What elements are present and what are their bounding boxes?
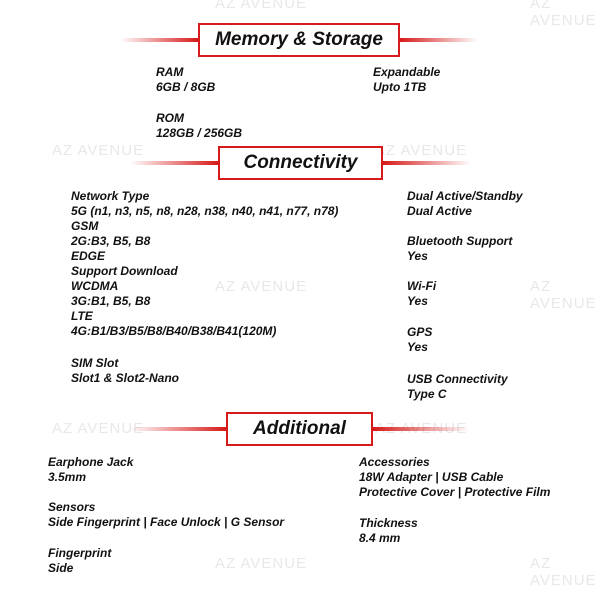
watermark: AZ AVENUE xyxy=(215,555,308,572)
spec-value: Yes xyxy=(407,340,428,354)
heading-line-left xyxy=(130,427,226,431)
spec-label: ROM xyxy=(156,111,184,125)
watermark: AZ AVENUE xyxy=(530,0,597,29)
spec-value: Type C xyxy=(407,387,447,401)
spec-item: ROM 128GB / 256GB xyxy=(156,111,242,141)
spec-value: 8.4 mm xyxy=(359,531,401,545)
spec-label: Sensors xyxy=(48,500,96,514)
spec-label: Bluetooth Support xyxy=(407,234,513,248)
spec-label: LTE xyxy=(71,309,93,323)
spec-label: EDGE xyxy=(71,249,106,263)
spec-value: Dual Active xyxy=(407,204,472,218)
spec-item: Network Type 5G (n1, n3, n5, n8, n28, n3… xyxy=(71,189,338,339)
spec-value: 2G:B3, B5, B8 xyxy=(71,234,151,248)
watermark: AZ AVENUE xyxy=(215,0,308,12)
spec-item: Sensors Side Fingerprint | Face Unlock |… xyxy=(48,500,284,530)
watermark: AZ AVENUE xyxy=(530,555,597,589)
spec-value: Side xyxy=(48,561,74,575)
spec-item: Dual Active/Standby Dual Active xyxy=(407,189,523,219)
spec-value: 4G:B1/B3/B5/B8/B40/B38/B41(120M) xyxy=(71,324,277,338)
spec-item: Bluetooth Support Yes xyxy=(407,234,512,264)
spec-item: USB Connectivity Type C xyxy=(407,372,508,402)
spec-item: SIM Slot Slot1 & Slot2-Nano xyxy=(71,356,179,386)
spec-value: 6GB / 8GB xyxy=(156,80,216,94)
spec-label: Wi-Fi xyxy=(407,279,437,293)
spec-label: Fingerprint xyxy=(48,546,112,560)
spec-label: RAM xyxy=(156,65,184,79)
spec-item: Earphone Jack 3.5mm xyxy=(48,455,133,485)
spec-label: Expandable xyxy=(373,65,441,79)
spec-value: 128GB / 256GB xyxy=(156,126,243,140)
spec-value: 3.5mm xyxy=(48,470,87,484)
spec-label: GSM xyxy=(71,219,99,233)
spec-label: Thickness xyxy=(359,516,418,530)
spec-item: Thickness 8.4 mm xyxy=(359,516,418,546)
spec-item: Wi-Fi Yes xyxy=(407,279,436,309)
spec-label: Accessories xyxy=(359,455,430,469)
spec-item: Fingerprint Side xyxy=(48,546,111,576)
spec-value: Protective Cover | Protective Film xyxy=(359,485,551,499)
section-heading-connectivity: Connectivity xyxy=(218,146,383,180)
heading-line-right xyxy=(400,38,478,42)
heading-line-left xyxy=(120,38,198,42)
heading-line-right xyxy=(373,427,469,431)
spec-label: WCDMA xyxy=(71,279,119,293)
spec-item: Expandable Upto 1TB xyxy=(373,65,440,95)
spec-label: Dual Active/Standby xyxy=(407,189,523,203)
watermark: AZ AVENUE xyxy=(375,142,468,159)
spec-label: SIM Slot xyxy=(71,356,119,370)
watermark: AZ AVENUE xyxy=(215,278,308,295)
heading-line-left xyxy=(130,161,218,165)
spec-value: Slot1 & Slot2-Nano xyxy=(71,371,180,385)
watermark: AZ AVENUE xyxy=(52,420,145,437)
spec-value: Support Download xyxy=(71,264,178,278)
spec-label: Network Type xyxy=(71,189,150,203)
section-heading-additional: Additional xyxy=(226,412,373,446)
spec-label: Earphone Jack xyxy=(48,455,134,469)
spec-label: USB Connectivity xyxy=(407,372,508,386)
spec-item: RAM 6GB / 8GB xyxy=(156,65,215,95)
spec-value: Side Fingerprint | Face Unlock | G Senso… xyxy=(48,515,285,529)
spec-item: GPS Yes xyxy=(407,325,432,355)
spec-value: 5G (n1, n3, n5, n8, n28, n38, n40, n41, … xyxy=(71,204,339,218)
spec-value: Yes xyxy=(407,294,428,308)
spec-value: 3G:B1, B5, B8 xyxy=(71,294,151,308)
spec-value: Upto 1TB xyxy=(373,80,427,94)
section-heading-memory: Memory & Storage xyxy=(198,23,400,57)
spec-value: 18W Adapter | USB Cable xyxy=(359,470,504,484)
heading-line-right xyxy=(383,161,471,165)
watermark: AZ AVENUE xyxy=(530,278,597,312)
spec-value: Yes xyxy=(407,249,428,263)
watermark: AZ AVENUE xyxy=(52,142,145,159)
spec-label: GPS xyxy=(407,325,433,339)
spec-item: Accessories 18W Adapter | USB Cable Prot… xyxy=(359,455,550,500)
